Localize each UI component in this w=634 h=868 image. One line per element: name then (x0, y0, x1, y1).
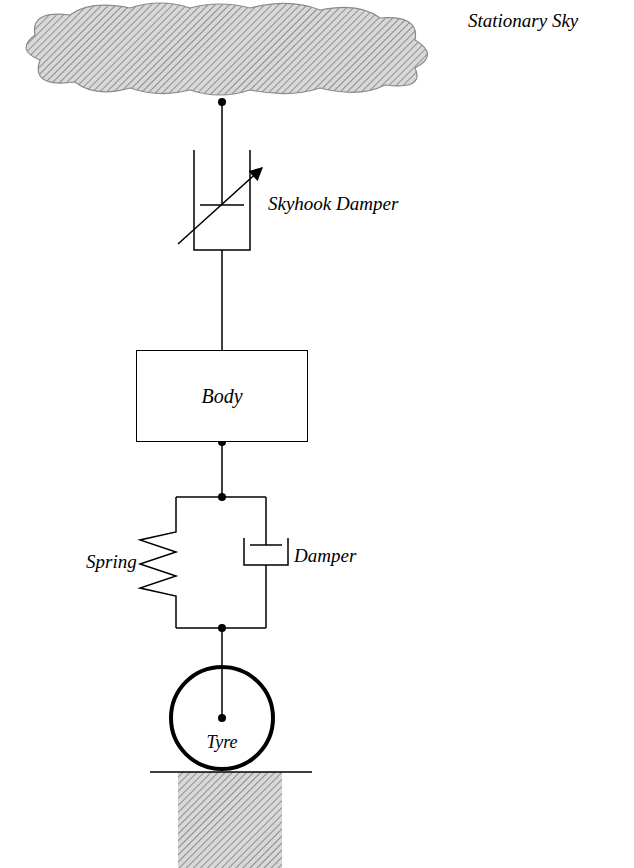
part-label: Stationary Sky (468, 10, 578, 33)
skyhook-damper-symbol (178, 102, 262, 350)
body-box: Body (136, 350, 308, 442)
tyre-ring (171, 667, 273, 769)
sky-cloud (26, 3, 427, 95)
sky-joint (218, 98, 226, 106)
suspension-connector (221, 442, 223, 665)
part-label: Skyhook Damper (268, 193, 398, 216)
part-label: Damper (294, 545, 356, 568)
tyre-outline (169, 665, 275, 771)
ground-line (150, 771, 312, 773)
node-label: Tyre (207, 732, 238, 753)
axle-line (221, 665, 223, 718)
tyre-circle: Tyre (169, 665, 275, 771)
suspension-symbol (140, 497, 288, 628)
node-label: Body (201, 385, 242, 408)
ground (178, 772, 282, 868)
axle-dot (218, 714, 226, 722)
part-label: Spring (86, 551, 137, 574)
